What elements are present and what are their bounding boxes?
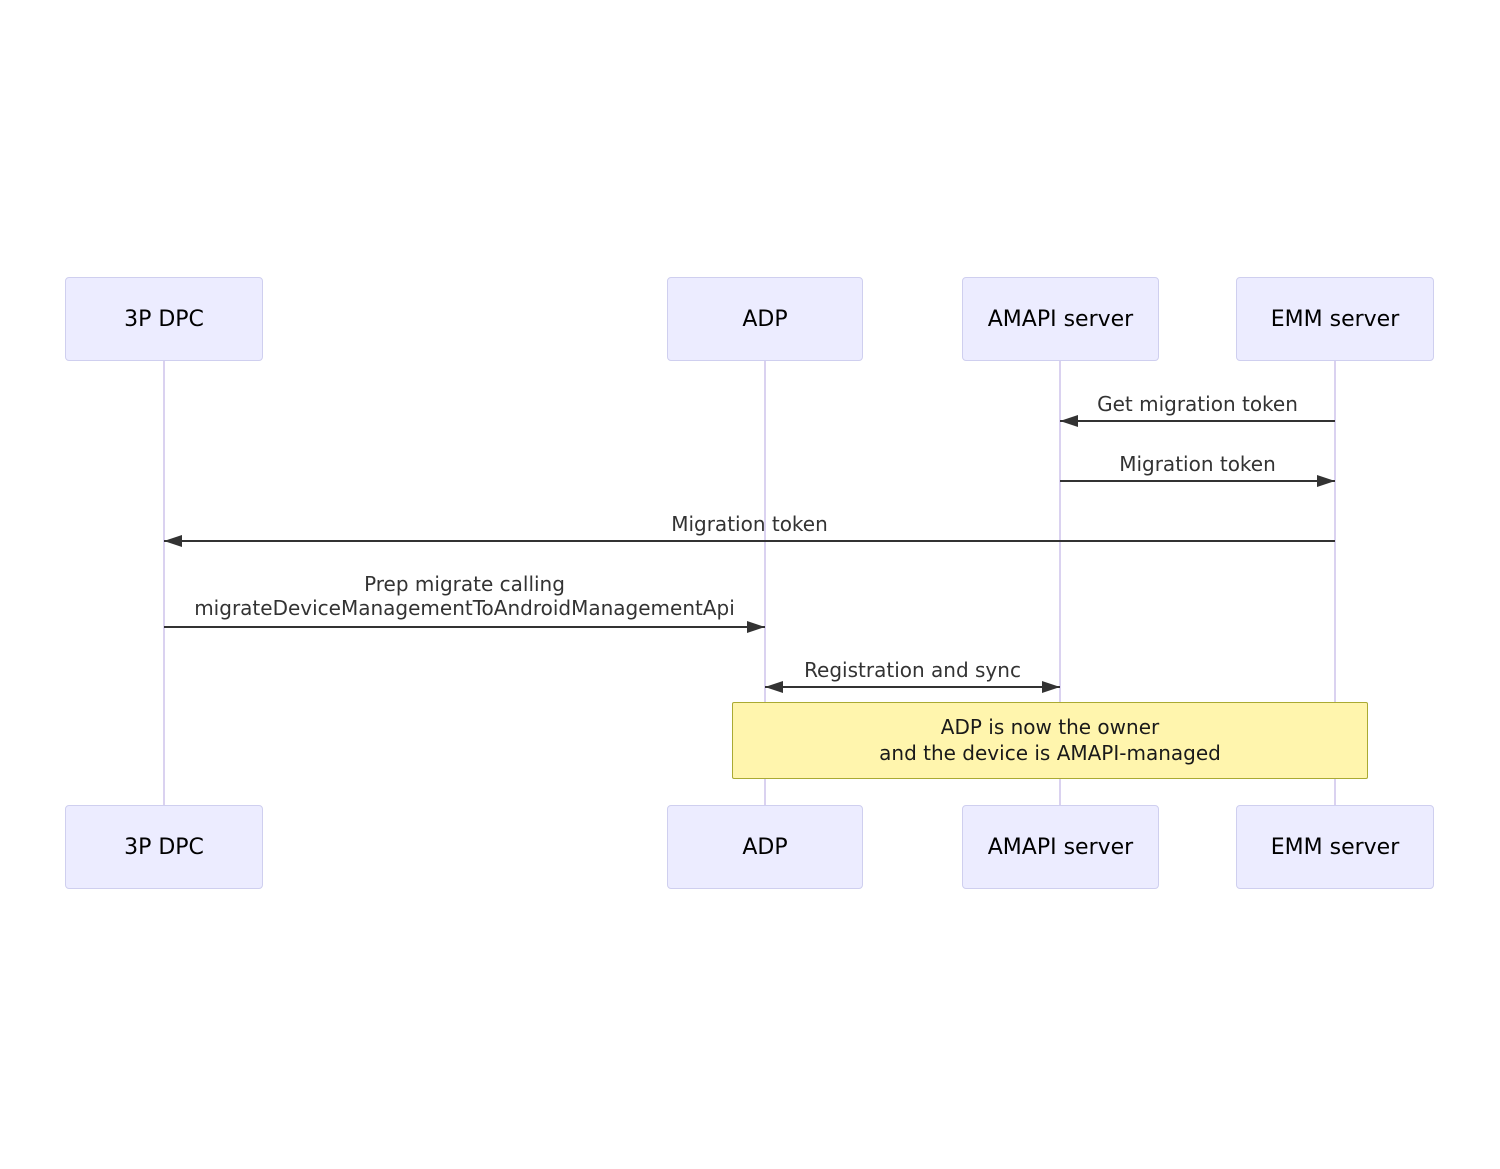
actor-label: ADP <box>742 834 788 860</box>
lifeline-3p-dpc <box>163 361 165 805</box>
message-label-migration-token-long: Migration token <box>671 512 828 536</box>
actor-3p-dpc-bottom: 3P DPC <box>65 805 263 889</box>
actor-label: 3P DPC <box>124 306 204 332</box>
note-line: and the device is AMAPI-managed <box>879 741 1221 765</box>
message-label-get-migration-token: Get migration token <box>1097 392 1298 416</box>
actor-label: ADP <box>742 306 788 332</box>
actor-label: AMAPI server <box>987 306 1134 332</box>
actor-label: EMM server <box>1270 306 1400 332</box>
actor-emm-server-top: EMM server <box>1236 277 1434 361</box>
actor-3p-dpc-top: 3P DPC <box>65 277 263 361</box>
arrowhead-left-icon <box>1060 415 1078 427</box>
actor-amapi-server-top: AMAPI server <box>962 277 1159 361</box>
lifeline-amapi-server <box>1059 361 1061 805</box>
arrowhead-right-icon <box>1042 681 1060 693</box>
message-label-line: Prep migrate calling <box>364 572 565 596</box>
message-label-migration-token: Migration token <box>1119 452 1276 476</box>
message-arrow <box>1060 480 1335 482</box>
actor-label: 3P DPC <box>124 834 204 860</box>
note-adp-owner: ADP is now the owner and the device is A… <box>732 702 1368 779</box>
actor-adp-top: ADP <box>667 277 863 361</box>
message-arrow <box>164 626 765 628</box>
actor-amapi-server-bottom: AMAPI server <box>962 805 1159 889</box>
message-label-prep-migrate: Prep migrate calling migrateDeviceManage… <box>164 572 765 620</box>
lifeline-adp <box>764 361 766 805</box>
actor-emm-server-bottom: EMM server <box>1236 805 1434 889</box>
actor-label: EMM server <box>1270 834 1400 860</box>
arrowhead-left-icon <box>164 535 182 547</box>
arrowhead-left-icon <box>765 681 783 693</box>
message-label-line: migrateDeviceManagementToAndroidManageme… <box>194 596 735 620</box>
actor-adp-bottom: ADP <box>667 805 863 889</box>
arrowhead-right-icon <box>747 621 765 633</box>
note-line: ADP is now the owner <box>940 715 1160 739</box>
message-arrow <box>164 540 1335 542</box>
lifeline-emm-server <box>1334 361 1336 805</box>
message-arrow <box>765 686 1060 688</box>
message-label-registration-and-sync: Registration and sync <box>804 658 1021 682</box>
actor-label: AMAPI server <box>987 834 1134 860</box>
message-arrow <box>1060 420 1335 422</box>
arrowhead-right-icon <box>1317 475 1335 487</box>
